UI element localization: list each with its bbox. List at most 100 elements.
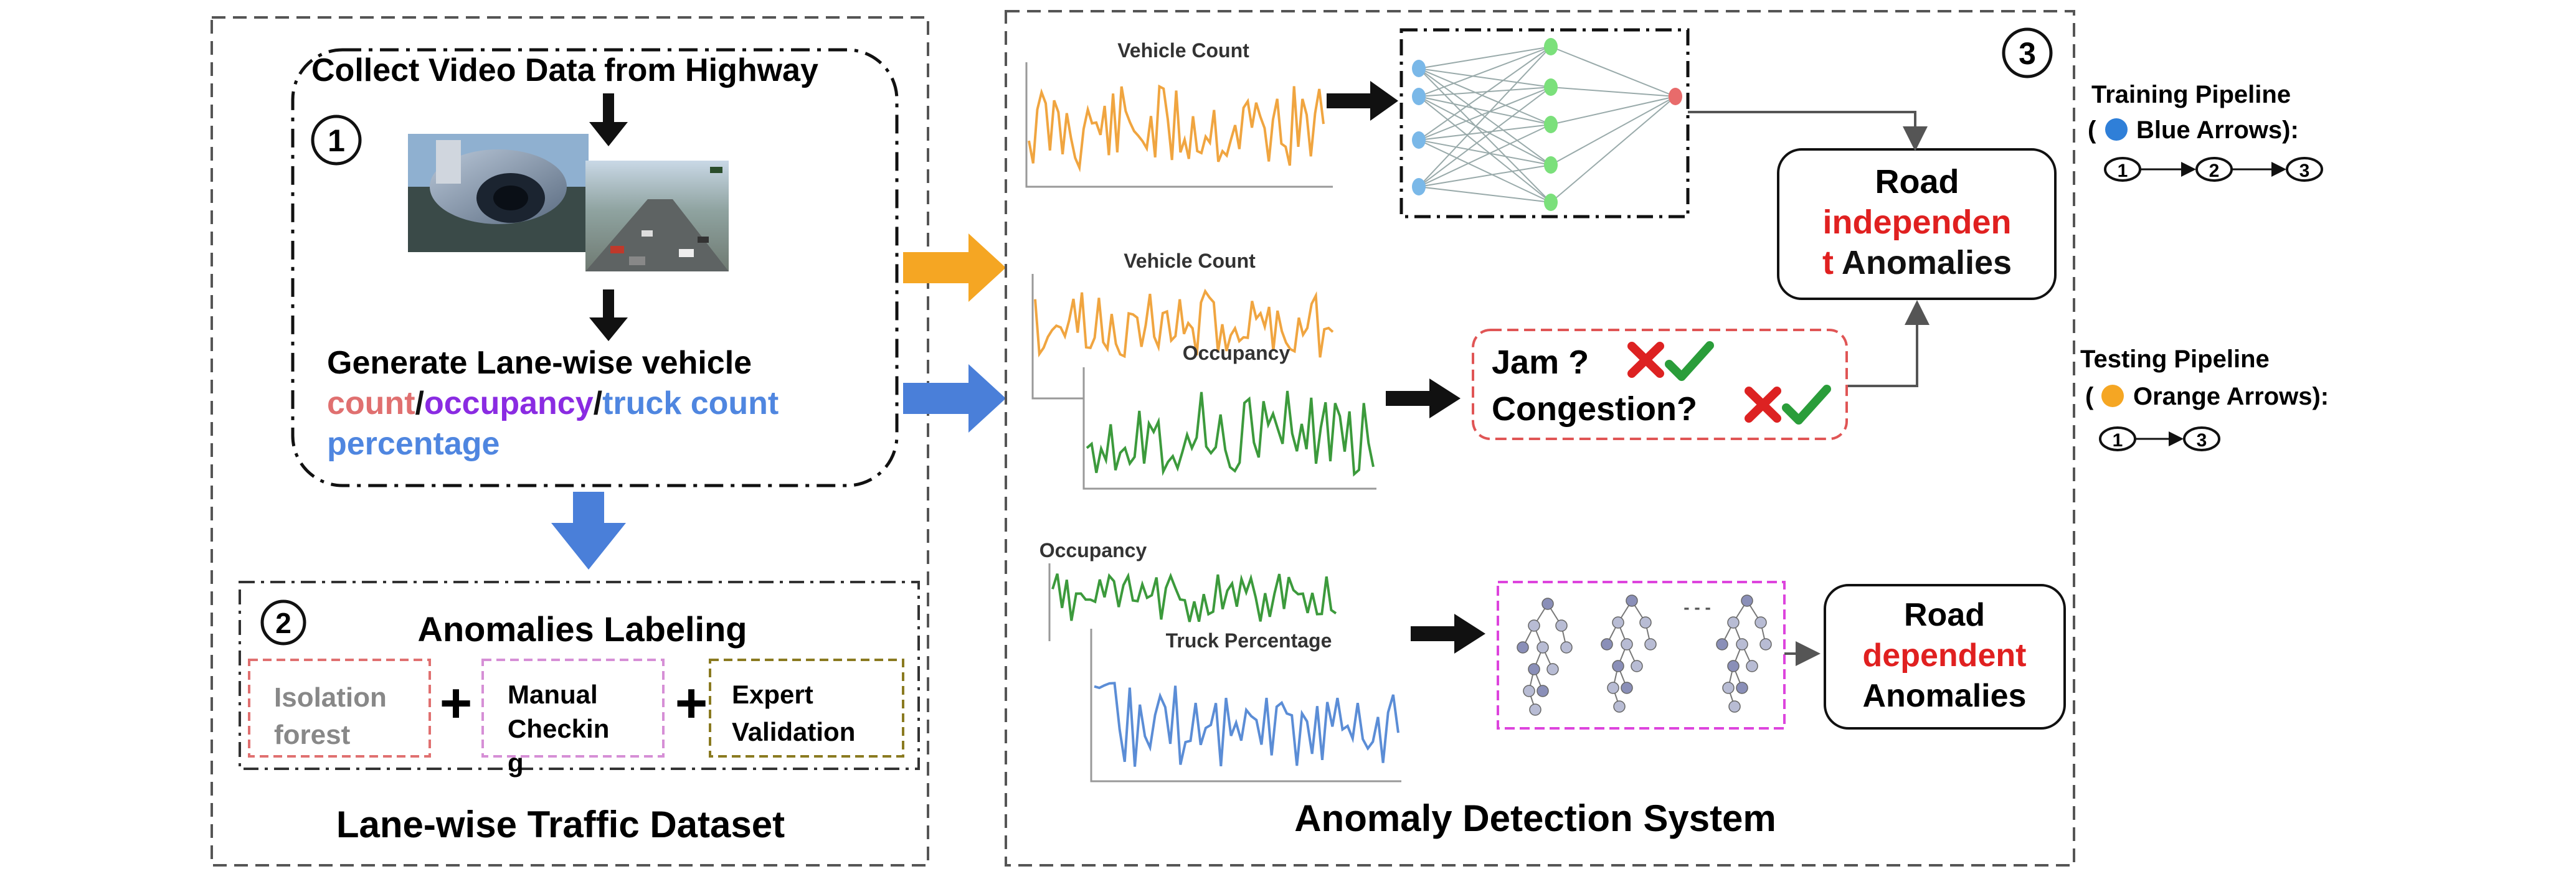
plot-title-occupancy: Occupancy (1183, 342, 1290, 364)
highway-photo (585, 161, 729, 271)
expert-validation-box (709, 659, 904, 758)
tree-node (1741, 594, 1753, 607)
blue-arrow-icon (903, 364, 1006, 433)
nn-edge (1418, 124, 1551, 141)
orange-arrow-icon (903, 233, 1006, 302)
orange-dot-icon (2101, 385, 2124, 407)
cross-icon (1627, 342, 1664, 378)
black-arrow-icon (1327, 81, 1398, 121)
tree-node (1727, 616, 1740, 629)
tree-node (1607, 682, 1619, 694)
nn-node (1544, 116, 1558, 133)
tree-node (1626, 594, 1638, 607)
road-dependent-line2: dependent (1863, 637, 2027, 674)
step3-marker (2002, 27, 2053, 78)
dataset-caption: Lane-wise Traffic Dataset (336, 804, 785, 845)
road-independent-line1: Road (1875, 163, 1959, 200)
step1-box (291, 48, 899, 487)
down-arrow-icon (589, 289, 628, 341)
tree-node (1727, 660, 1740, 672)
testing-pipeline-title: Testing Pipeline (2080, 345, 2270, 373)
metric-slash: / (594, 385, 602, 421)
nn-node (1544, 78, 1558, 96)
road-independent-line3: t Anomalies (1822, 244, 2012, 281)
plot-occlusion (1091, 629, 1403, 784)
tree-node (1736, 638, 1748, 651)
nn-edge (1550, 87, 1676, 97)
system-caption: Anomaly Detection System (1294, 797, 1776, 839)
nn-edge (1418, 68, 1551, 88)
nn-node (1669, 88, 1682, 105)
tree-node (1612, 616, 1624, 629)
road-dependent-box (1824, 584, 2066, 730)
tree-node (1612, 660, 1624, 672)
nn-edge (1418, 68, 1551, 203)
tree-node (1644, 638, 1657, 651)
vehicle-count-series (1034, 288, 1334, 359)
metric-truck-count: truck count (602, 385, 779, 421)
generate-line1: Generate Lane-wise vehicle (327, 345, 752, 381)
plot-axes (1025, 62, 1333, 188)
expert-validation-line1: Expert (732, 680, 813, 709)
nn-edge (1418, 124, 1551, 187)
occupancy-series (1051, 572, 1337, 623)
open-paren: ( (2085, 383, 2094, 410)
down-arrow-icon (589, 93, 628, 146)
nn-edge (1418, 46, 1551, 97)
camera-photo (408, 134, 589, 252)
collect-title: Collect Video Data from Highway (311, 52, 818, 88)
nn-edge (1418, 186, 1551, 203)
nn-edge (1418, 46, 1551, 187)
tree-node (1517, 641, 1529, 654)
tree-node (1631, 660, 1643, 672)
tree-node (1728, 700, 1741, 713)
nn-edge (1418, 46, 1551, 69)
tree-node (1754, 616, 1767, 629)
plus-sign: + (675, 672, 708, 735)
step1-marker (311, 115, 362, 166)
tree-node (1537, 641, 1549, 654)
testing-pipeline-desc: Orange Arrows): (2133, 383, 2329, 410)
plot-title-occupancy: Occupancy (1039, 539, 1147, 562)
training-step-1: 1 (2118, 161, 2128, 181)
road-independent-anomalies: Anomalies (1834, 244, 2012, 281)
nn-node (1544, 38, 1558, 55)
nn-edge (1550, 96, 1676, 203)
jam-question: Jam ? (1492, 344, 1589, 381)
tree-node (1621, 638, 1633, 651)
nn-node (1412, 178, 1426, 195)
nn-edge (1418, 96, 1551, 125)
labeling-title: Anomalies Labeling (418, 609, 747, 649)
black-arrow-icon (1411, 614, 1485, 654)
neural-network-box (1399, 28, 1690, 218)
training-pipeline-desc: Blue Arrows): (2136, 116, 2299, 144)
nn-edge (1418, 139, 1551, 203)
tree-node (1601, 638, 1613, 651)
occupancy-series (1086, 390, 1375, 477)
tree-node (1541, 598, 1554, 610)
manual-checking-line2: Checkin (508, 714, 609, 743)
nn-edge (1418, 164, 1551, 187)
step3-number: 3 (2019, 36, 2036, 71)
tree-node (1528, 619, 1540, 632)
nn-edge (1550, 46, 1676, 97)
plot-title-truck-percentage: Truck Percentage (1166, 629, 1332, 652)
nn-edge (1418, 46, 1551, 141)
tree-node (1528, 663, 1540, 675)
blue-dot-icon (2105, 118, 2128, 141)
decision-trees-box (1497, 581, 1786, 730)
tree-node (1560, 641, 1573, 654)
nn-edge (1418, 96, 1551, 166)
tree-node (1546, 663, 1559, 675)
tree-node (1736, 682, 1748, 694)
vehicle-count-series (1028, 84, 1325, 173)
metric-percentage: percentage (327, 426, 500, 462)
testing-pipeline-sub: ( (2085, 383, 2094, 410)
nn-edge (1550, 96, 1676, 166)
expert-validation-line2: Validation (732, 717, 855, 746)
step2-box (239, 581, 920, 770)
nn-edge (1418, 68, 1551, 125)
step2-number: 2 (275, 607, 291, 639)
tree-node (1639, 616, 1652, 629)
metrics-line: count/occupancy/truck count (327, 385, 779, 421)
